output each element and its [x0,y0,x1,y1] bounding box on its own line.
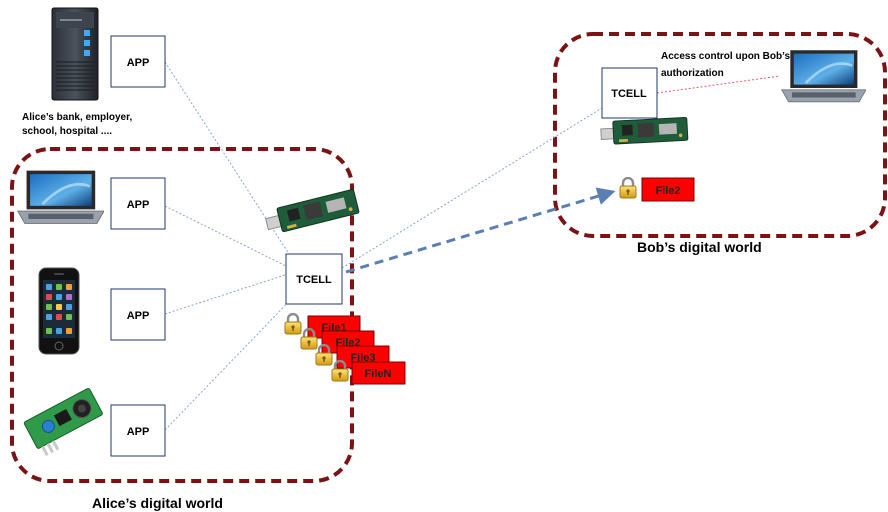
app-label: APP [127,426,150,438]
usb-token-icon [599,116,689,146]
lock-icon [283,313,303,335]
alice-file-stack: File1 File2 File3 FileN [283,313,406,385]
share-arrow [345,187,616,274]
app-label: APP [127,310,150,322]
app-box-sensor: APP [110,404,166,457]
bob-world-boundary [553,32,887,238]
app-box-phone: APP [110,288,166,341]
tcell-label: TCELL [296,274,332,286]
file-label: File2 [655,185,680,197]
app-label: APP [127,57,150,69]
alice-world-label: Alice’s digital world [92,495,223,511]
usb-token-icon [263,188,360,236]
app-box-server: APP [110,35,166,88]
bob-file: File2 [618,177,695,202]
file-label: File3 [350,352,375,364]
app-label: APP [127,199,150,211]
file-item: FileN [330,360,406,385]
laptop-icon [16,169,104,225]
alice-world-boundary [10,147,354,483]
bob-world-label: Bob’s digital world [637,239,762,255]
lock-icon [618,177,638,199]
server-icon [51,7,99,101]
alice-tcell-box: TCELL [285,253,343,305]
link-app3-tcell [164,273,289,315]
file-label: FileN [365,368,392,380]
link-app1-tcell [164,61,299,269]
phone-icon [38,267,80,355]
tcell-label: TCELL [611,88,647,100]
server-caption-line2: school, hospital .... [22,126,112,137]
link-app4-tcell [164,289,301,431]
access-note-line1: Access control upon Bob’s [661,51,791,62]
link-alice-bob-tcell [341,107,603,269]
access-note-line2: authorization [661,68,724,79]
laptop-icon [780,48,866,104]
link-app2-tcell [164,205,291,269]
server-caption-line1: Alice’s bank, employer, [22,112,132,123]
access-control-link [656,75,781,94]
sensor-board-icon [23,388,103,456]
bob-tcell-box: TCELL [601,67,658,119]
app-box-laptop: APP [110,177,166,230]
app-links [164,61,603,431]
